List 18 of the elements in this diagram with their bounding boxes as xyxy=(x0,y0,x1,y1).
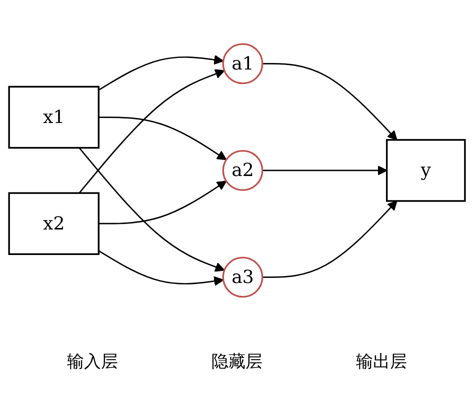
node-box: x2 xyxy=(8,192,100,255)
arrow xyxy=(98,180,227,224)
arrow xyxy=(262,62,398,140)
arrow xyxy=(262,200,398,278)
arrow xyxy=(98,116,227,160)
layer-label: 隐藏层 xyxy=(211,351,262,373)
layer-label: 输出层 xyxy=(356,351,408,373)
arrow xyxy=(78,146,225,272)
layer-label: 输入层 xyxy=(66,351,118,373)
arrow xyxy=(78,68,225,194)
node-box: y xyxy=(386,138,466,202)
node-circle: a1 xyxy=(222,42,264,84)
node-box: x1 xyxy=(8,85,100,148)
arrow xyxy=(98,250,224,286)
node-circle: a3 xyxy=(222,256,264,298)
node-circle: a2 xyxy=(222,150,264,190)
arrow xyxy=(98,54,224,90)
arrow xyxy=(262,165,388,175)
